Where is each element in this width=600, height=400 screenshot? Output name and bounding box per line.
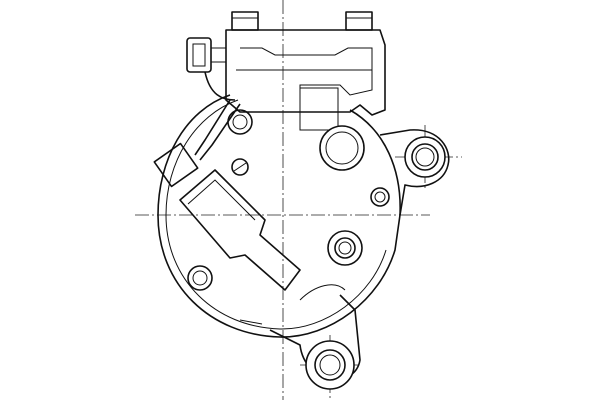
bottom-mounting-lug (269, 294, 361, 390)
centerlines (135, 0, 462, 400)
top-head-block (225, 11, 386, 131)
bosses (187, 109, 390, 325)
right-mounting-lug (379, 129, 450, 216)
control-valve (179, 169, 301, 291)
connector (153, 37, 241, 188)
main-body (157, 94, 401, 338)
